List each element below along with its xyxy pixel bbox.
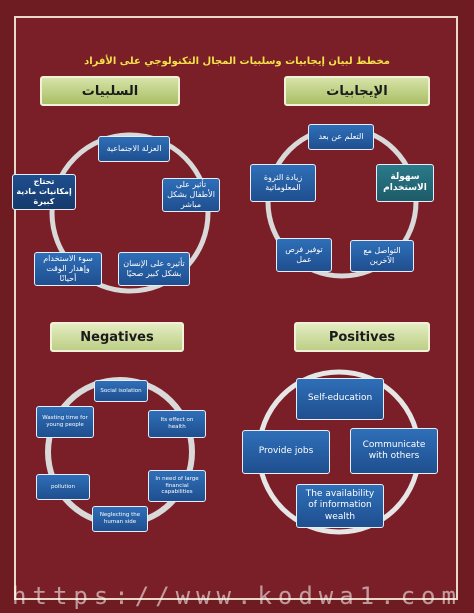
neg-ar-item: العزلة الاجتماعية (98, 136, 170, 162)
watermark: https://www.kodwa1.com (12, 582, 462, 610)
header-positives-ar: الإيجابيات (284, 76, 430, 106)
neg-ar-item: تحتاج إمكانيات مادية كبيرة (12, 174, 76, 210)
pos-ar-item: توفير فرص عمل (276, 238, 332, 272)
neg-en-item: Its effect on health (148, 410, 206, 438)
neg-en-item: Social isolation (94, 380, 148, 402)
neg-ar-item: تأثير على الأطفال بشكل مباشر (162, 178, 220, 212)
pos-en-item: The availability of information wealth (296, 484, 384, 528)
pos-ar-item: سهولة الاستخدام (376, 164, 434, 202)
header-negatives-ar: السلبيات (40, 76, 180, 106)
pos-ar-item: زيادة الثروة المعلوماتية (250, 164, 316, 202)
neg-en-item: Wasting time for young people (36, 406, 94, 438)
pos-en-item: Self-education (296, 378, 384, 420)
diagram-title: مخطط لبيان إيجابيات وسلبيات المجال التكن… (84, 56, 390, 67)
pos-ar-item: التواصل مع الآخرين (350, 240, 414, 272)
neg-en-item: Neglecting the human side (92, 506, 148, 532)
neg-ar-item: سوء الاستخدام وإهدار الوقت أحيانًا (34, 252, 102, 286)
pos-ar-item: التعلم عن بعد (308, 124, 374, 150)
neg-en-item: In need of large financial capabilities (148, 470, 206, 502)
ring-negatives-ar (49, 132, 211, 294)
pos-en-item: Provide jobs (242, 430, 330, 474)
header-negatives-en: Negatives (50, 322, 184, 352)
header-positives-en: Positives (294, 322, 430, 352)
pos-en-item: Communicate with others (350, 428, 438, 474)
diagram-frame (14, 16, 458, 600)
neg-en-item: pollution (36, 474, 90, 500)
neg-ar-item: تأثيره على الإنسان بشكل كبير صحيًا (118, 252, 190, 286)
